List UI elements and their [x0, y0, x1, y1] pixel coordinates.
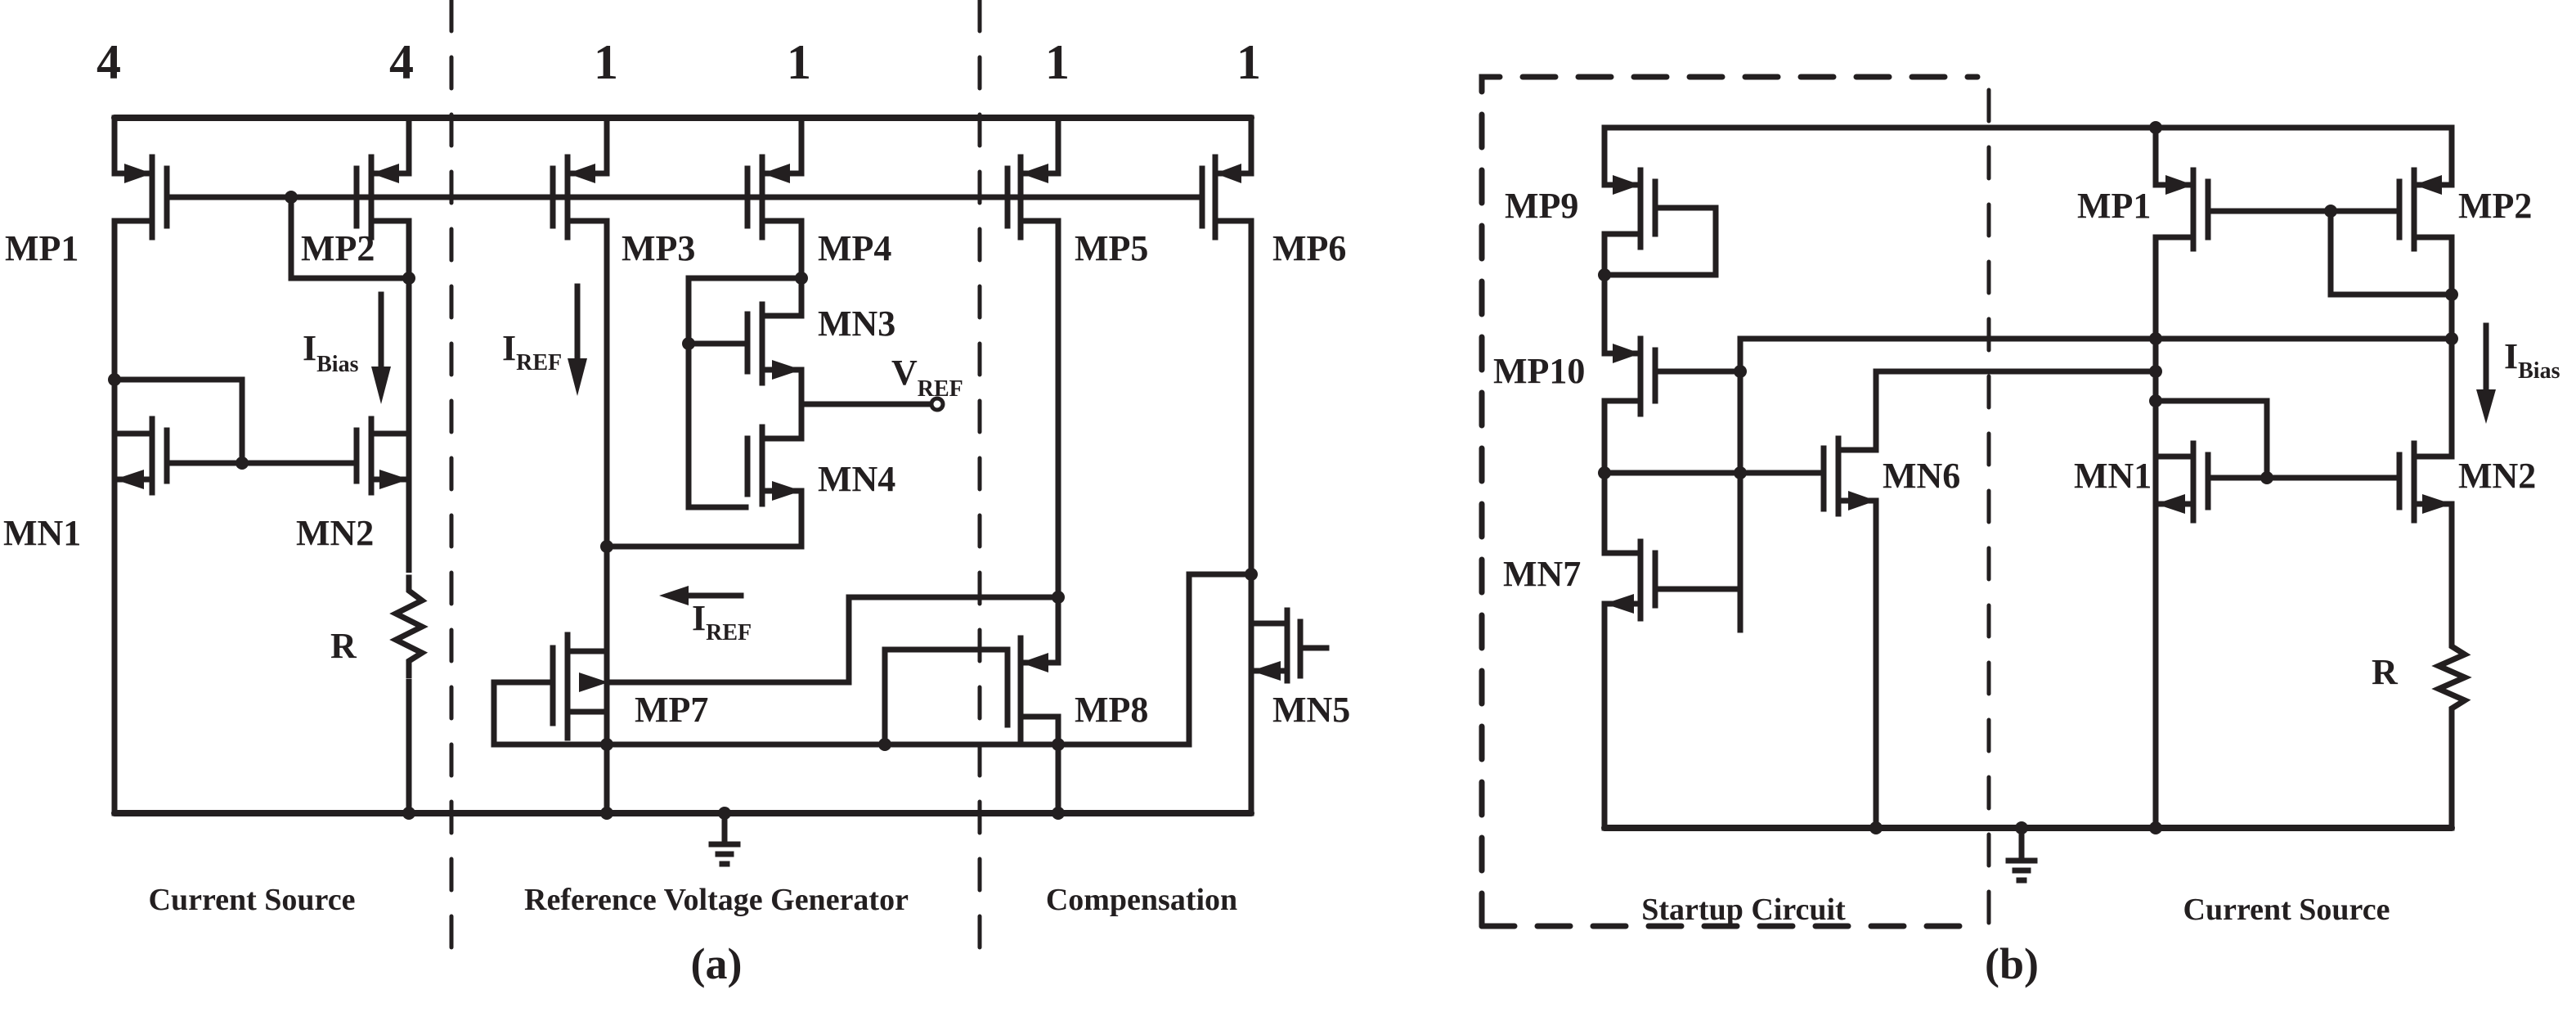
label-mn4-a: MN4	[818, 459, 895, 499]
ratio-mp1: 4	[96, 35, 121, 89]
mp7-arrow-icon	[579, 672, 608, 692]
label-mp2-b: MP2	[2458, 186, 2532, 226]
mp9-transistor	[1598, 124, 1719, 357]
panel-b: R IBias MP9 MP10 MN6 MN7 MP1 MP2 MN1 MN2…	[1479, 74, 2560, 988]
label-mp7-a: MP7	[635, 690, 708, 730]
vref-terminal-icon	[929, 396, 945, 412]
mn5-arrow-icon	[1251, 661, 1281, 681]
label-mp5-a: MP5	[1075, 228, 1148, 268]
mp7-transistor	[491, 543, 1258, 816]
mn2-arrow-icon-b	[2422, 494, 2452, 514]
mp2-arrow-icon-b	[2414, 175, 2442, 195]
label-mp3-a: MP3	[622, 228, 695, 268]
mp5-arrow-icon	[1021, 164, 1048, 183]
label-mn5-a: MN5	[1272, 690, 1350, 730]
label-mn6-b: MN6	[1883, 456, 1960, 496]
iref-label-a-vertical: IREF	[502, 328, 562, 376]
panel-a: 4 4 1 1 1 1	[3, 0, 1350, 988]
ibias-arrow-icon-b	[2476, 389, 2496, 424]
label-mp1-a: MP1	[5, 228, 79, 268]
ratio-mp5: 1	[1045, 35, 1070, 89]
label-mn1-b: MN1	[2074, 456, 2152, 496]
startup-circuit-box	[1479, 74, 1981, 929]
ibias-arrow-icon-a	[371, 367, 391, 404]
mp3-arrow-icon	[568, 164, 595, 183]
mn1-arrow-icon-b	[2156, 494, 2185, 514]
ratio-mp6: 1	[1236, 35, 1261, 89]
mp10-transistor	[1601, 332, 2458, 517]
label-mn3-a: MN3	[818, 304, 895, 344]
ratio-mp2: 4	[389, 35, 414, 89]
label-mp9-b: MP9	[1505, 186, 1578, 226]
resistor-a	[389, 574, 429, 679]
label-mn2-b: MN2	[2458, 456, 2536, 496]
label-mn7-b: MN7	[1503, 554, 1581, 594]
mn7-transistor	[1601, 510, 1744, 831]
caption-compensation: Compensation	[1046, 883, 1237, 917]
pmos-sources-a	[111, 115, 1254, 183]
mp6-arrow-icon	[1215, 164, 1241, 183]
iref-label-a-horizontal: IREF	[692, 598, 752, 645]
caption-current-source-b: Current Source	[2183, 893, 2390, 927]
mn7-arrow-icon	[1604, 594, 1634, 614]
label-mp2-a: MP2	[301, 228, 375, 268]
mn6-arrow-icon	[1848, 491, 1876, 510]
mp4-arrow-icon	[762, 164, 790, 183]
label-mp4-a: MP4	[818, 228, 891, 268]
mn6-transistor	[1820, 365, 2162, 831]
resistor-b	[2431, 635, 2472, 831]
current-source-b	[2149, 124, 2458, 831]
mn1-arrow-icon	[114, 470, 144, 489]
mn5-transistor	[1248, 571, 1330, 816]
mn3-arrow-icon	[772, 360, 801, 380]
caption-current-source-a: Current Source	[149, 883, 356, 917]
label-mp1-b: MP1	[2077, 186, 2151, 226]
mn2-arrow-icon	[379, 470, 409, 489]
label-mp10-b: MP10	[1493, 351, 1585, 391]
iref-arrow-icon-a-horizontal	[659, 586, 689, 605]
nmos-mirror-a	[108, 373, 412, 496]
vref-label: VREF	[891, 353, 963, 402]
mp1-arrow-icon	[124, 164, 152, 183]
panel-label-b: (b)	[1985, 939, 2039, 988]
resistor-label-b: R	[2372, 652, 2399, 692]
nmos-stack-vref: VREF	[600, 272, 963, 553]
mp9-arrow-icon	[1613, 175, 1640, 195]
ratio-mp4: 1	[787, 35, 811, 89]
mp8-arrow-icon	[1021, 653, 1048, 672]
ground-icon-a	[708, 810, 741, 867]
mp10-arrow-icon	[1613, 344, 1640, 363]
panel-label-a: (a)	[691, 939, 743, 988]
label-mn1-a: MN1	[3, 513, 81, 553]
resistor-label-a: R	[330, 626, 357, 666]
ibias-label-b: IBias	[2504, 336, 2560, 384]
mp1-arrow-icon-b	[2165, 175, 2193, 195]
mp8-transistor	[882, 635, 1061, 816]
mn4-arrow-icon	[772, 481, 801, 501]
iref-arrow-icon-a-vertical	[568, 358, 587, 396]
label-mn2-a: MN2	[296, 513, 374, 553]
label-mp6-a: MP6	[1272, 228, 1346, 268]
ground-icon-b	[2005, 825, 2038, 884]
mp2-arrow-icon	[371, 164, 399, 183]
caption-reference-voltage-generator: Reference Voltage Generator	[524, 883, 909, 917]
caption-startup-circuit: Startup Circuit	[1641, 893, 1846, 927]
ibias-label-a: IBias	[303, 328, 359, 377]
ratio-mp3: 1	[594, 35, 618, 89]
label-mp8-a: MP8	[1075, 690, 1148, 730]
